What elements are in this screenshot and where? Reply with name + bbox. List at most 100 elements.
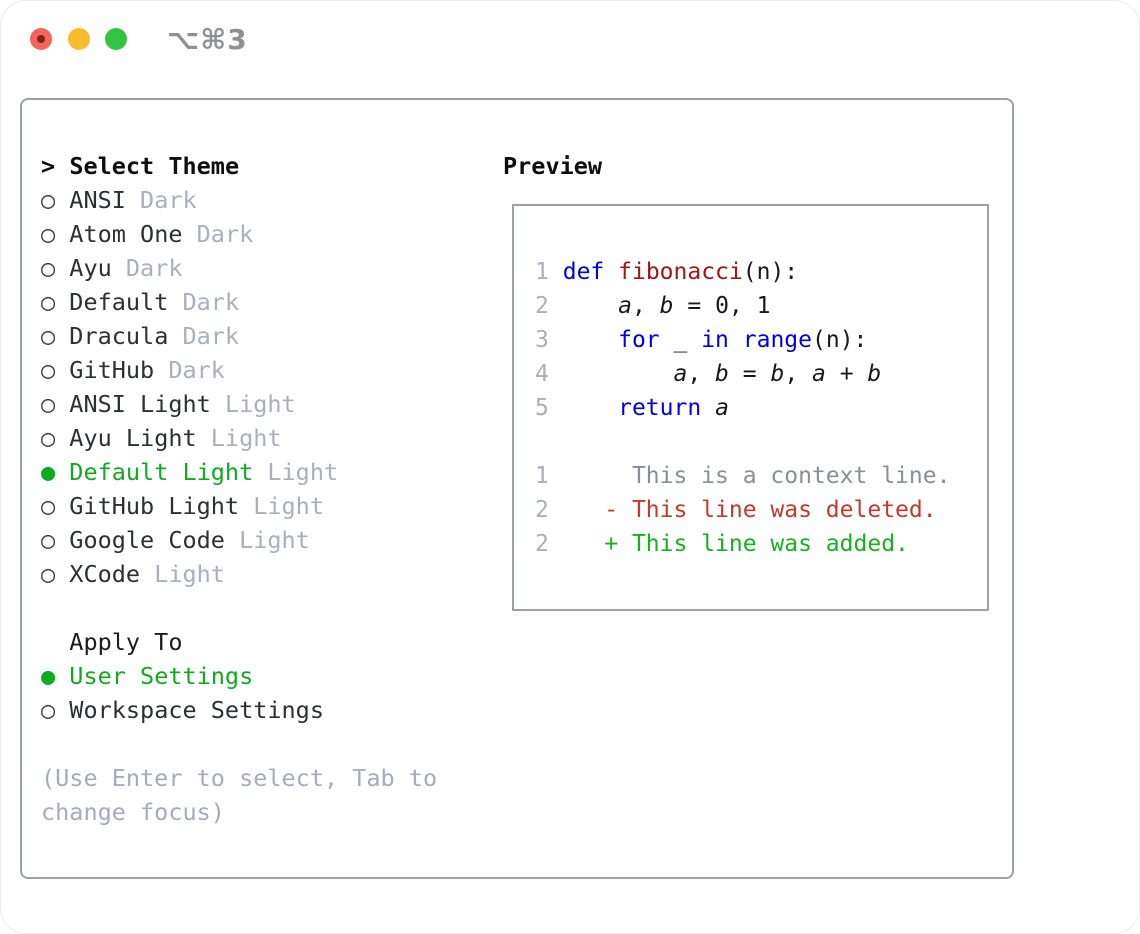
preview-line: 1 This is a context line.: [535, 459, 987, 493]
variant-badge: Dark: [125, 186, 197, 214]
theme-option[interactable]: ○ Atom One Dark: [41, 217, 437, 251]
code-segment: =: [728, 361, 771, 387]
radio-unselected-icon: ○: [41, 254, 56, 282]
code-segment: b: [659, 293, 674, 319]
code-segment: fibonacci: [618, 259, 743, 285]
code-segment: = 0, 1: [673, 293, 771, 319]
code-segment: def: [562, 259, 605, 285]
zoom-button[interactable]: [105, 28, 127, 50]
theme-option[interactable]: ● Default Light Light: [41, 455, 437, 489]
code-segment: a: [812, 361, 826, 387]
code-segment: (n):: [742, 259, 799, 285]
theme-list-column: > Select Theme ○ ANSI Dark○ Atom One Dar…: [41, 149, 437, 829]
preview-line: [535, 561, 987, 595]
preview-line: 5 return a: [535, 391, 987, 425]
option-label: Default Light: [55, 458, 254, 486]
code-segment: [701, 395, 715, 421]
theme-list: ○ ANSI Dark○ Atom One Dark○ Ayu Dark○ De…: [41, 183, 437, 591]
code-segment: (n):: [812, 327, 868, 353]
theme-option[interactable]: ○ Dracula Dark: [41, 319, 437, 353]
variant-badge: Dark: [168, 288, 240, 316]
variant-badge: Dark: [182, 220, 254, 248]
apply-to-header: Apply To: [41, 625, 437, 659]
line-number: 1: [535, 259, 549, 285]
theme-option[interactable]: ○ XCode Light: [41, 557, 437, 591]
help-text-line: (Use Enter to select, Tab to: [41, 764, 438, 792]
radio-unselected-icon: ○: [41, 492, 56, 520]
line-number: 5: [535, 395, 549, 421]
radio-unselected-icon: ○: [41, 696, 56, 724]
code-segment: [549, 497, 604, 523]
code-segment: b: [715, 361, 729, 387]
window-title-shortcut: ⌥⌘3: [167, 23, 248, 56]
variant-badge: Dark: [111, 254, 183, 282]
preview-line: 1 def fibonacci(n):: [535, 255, 987, 289]
variant-badge: Light: [253, 458, 339, 486]
preview-header: Preview: [503, 152, 603, 180]
code-segment: + This line was added.: [604, 531, 909, 557]
option-label: ANSI: [55, 186, 126, 214]
code-segment: [729, 327, 743, 353]
line-number: [535, 565, 549, 591]
preview-line: 4 a, b = b, a + b: [535, 357, 987, 391]
radio-unselected-icon: ○: [41, 288, 56, 316]
radio-unselected-icon: ○: [41, 322, 56, 350]
variant-badge: Dark: [168, 322, 240, 350]
select-theme-header: > Select Theme: [41, 149, 437, 183]
theme-option[interactable]: ○ GitHub Dark: [41, 353, 437, 387]
line-number: 2: [535, 531, 549, 557]
code-segment: a: [673, 361, 688, 387]
help-text-line: change focus): [41, 798, 225, 826]
line-number: 4: [535, 361, 549, 387]
code-segment: for: [618, 327, 660, 353]
theme-option[interactable]: ○ ANSI Dark: [41, 183, 437, 217]
theme-option[interactable]: ○ Ayu Dark: [41, 251, 437, 285]
option-label: Dracula: [55, 322, 169, 350]
option-label: XCode: [55, 560, 141, 588]
unsaved-dot-icon: [37, 35, 45, 43]
apply-to-option[interactable]: ● User Settings: [41, 659, 437, 693]
code-segment: ,: [784, 361, 813, 387]
code-segment: [549, 395, 618, 421]
radio-unselected-icon: ○: [41, 356, 56, 384]
variant-badge: Dark: [154, 356, 225, 384]
option-label: Workspace Settings: [55, 696, 324, 724]
option-label: Default: [55, 288, 169, 316]
code-segment: - This line was deleted.: [604, 497, 937, 523]
option-label: ANSI Light: [55, 390, 211, 418]
option-label: GitHub: [55, 356, 155, 384]
code-segment: in: [701, 327, 729, 353]
code-segment: range: [742, 327, 813, 353]
theme-option[interactable]: ○ Google Code Light: [41, 523, 437, 557]
option-label: Ayu Light: [55, 424, 197, 452]
radio-selected-icon: ●: [41, 458, 56, 486]
radio-unselected-icon: ○: [41, 526, 56, 554]
theme-option[interactable]: ○ ANSI Light Light: [41, 387, 437, 421]
theme-option[interactable]: ○ Ayu Light Light: [41, 421, 437, 455]
line-number: 2: [535, 293, 549, 319]
option-label: User Settings: [55, 662, 254, 690]
theme-selector-panel: > Select Theme ○ ANSI Dark○ Atom One Dar…: [20, 98, 1014, 879]
code-segment: _: [659, 327, 702, 353]
titlebar: ⌥⌘3: [1, 1, 1139, 79]
code-segment: +: [825, 361, 868, 387]
variant-badge: Light: [239, 492, 324, 520]
theme-option[interactable]: ○ Default Dark: [41, 285, 437, 319]
code-segment: b: [867, 361, 882, 387]
apply-to-option[interactable]: ○ Workspace Settings: [41, 693, 437, 727]
preview-line: 2 - This line was deleted.: [535, 493, 987, 527]
code-segment: a: [618, 293, 632, 319]
preview-line: 2 a, b = 0, 1: [535, 289, 987, 323]
code-segment: [549, 259, 563, 285]
option-label: GitHub Light: [55, 492, 240, 520]
radio-unselected-icon: ○: [41, 220, 56, 248]
minimize-button[interactable]: [68, 28, 90, 50]
variant-badge: Light: [196, 424, 282, 452]
option-label: Google Code: [55, 526, 225, 554]
code-segment: [549, 531, 604, 557]
theme-option[interactable]: ○ GitHub Light Light: [41, 489, 437, 523]
variant-badge: Light: [140, 560, 225, 588]
close-button[interactable]: [30, 28, 52, 50]
